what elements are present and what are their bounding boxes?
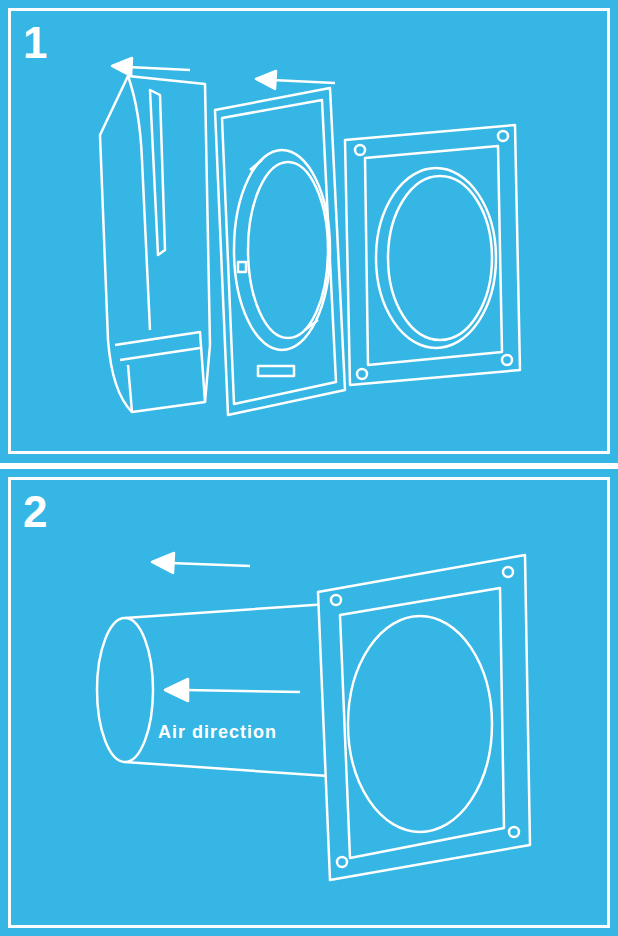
step-panel: 1 <box>8 8 610 454</box>
move-arrow <box>256 71 335 89</box>
step-number: 1 <box>23 21 47 65</box>
wall-plate <box>318 555 530 880</box>
wall-plate <box>345 125 520 385</box>
panel-ground <box>0 0 618 463</box>
step-number: 2 <box>23 490 47 534</box>
outlet-cowl <box>100 76 210 412</box>
damper-frame <box>215 88 345 415</box>
duct-pipe <box>97 604 328 776</box>
flow-label: Air direction <box>158 722 277 743</box>
air-direction-arrow <box>165 679 300 701</box>
panel-ground <box>0 469 618 936</box>
move-arrow <box>152 553 250 573</box>
step-panel: 2 <box>8 477 610 928</box>
move-arrow <box>112 58 190 76</box>
